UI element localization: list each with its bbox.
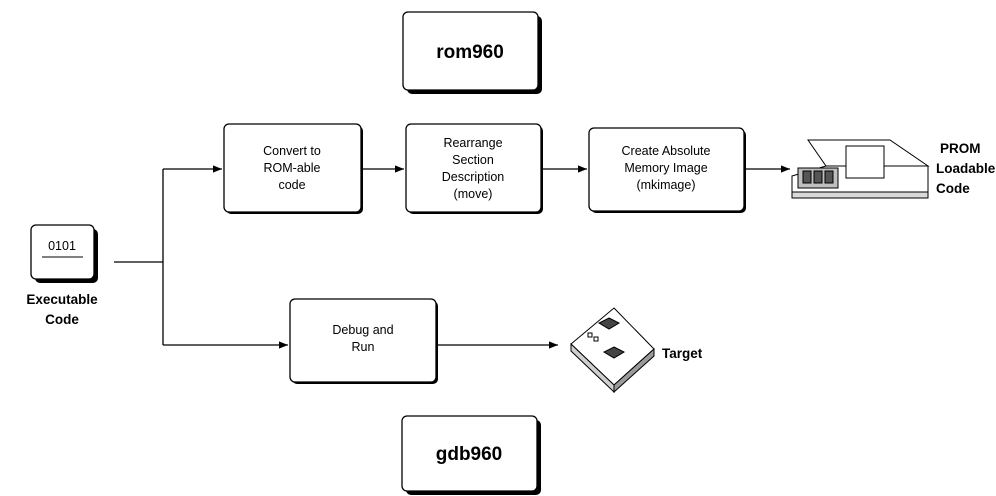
rearrange-line4: (move) — [454, 187, 493, 201]
create-line3: (mkimage) — [636, 178, 695, 192]
step-rearrange: Rearrange Section Description (move) — [405, 123, 543, 214]
create-line1: Create Absolute — [622, 144, 711, 158]
convert-line1: Convert to — [263, 144, 321, 158]
target-label: Target — [662, 346, 703, 361]
rearrange-line3: Description — [442, 170, 505, 184]
prom-label-line2: Loadable — [936, 161, 996, 176]
executable-code-label: Executable Code — [26, 292, 98, 327]
prom-programmer-icon — [791, 139, 930, 199]
gdb960-title: gdb960 — [436, 444, 503, 465]
debug-line2: Run — [352, 340, 375, 354]
prom-label-line3: Code — [936, 181, 970, 196]
step-convert: Convert to ROM-able code — [223, 123, 363, 214]
executable-code-icon: 0101 — [30, 224, 98, 283]
target-board-icon — [570, 307, 655, 394]
prom-label-line1: PROM — [940, 141, 981, 156]
rom960-box: rom960 — [402, 11, 542, 94]
executable-label-line2: Code — [45, 312, 79, 327]
executable-icon-text: 0101 — [48, 239, 76, 253]
step-create-image: Create Absolute Memory Image (mkimage) — [588, 127, 746, 213]
gdb960-box: gdb960 — [401, 415, 541, 495]
create-line2: Memory Image — [624, 161, 707, 175]
convert-line2: ROM-able — [264, 161, 321, 175]
step-debug: Debug and Run — [289, 298, 438, 384]
debug-line1: Debug and — [332, 323, 393, 337]
executable-label-line1: Executable — [26, 292, 98, 307]
prom-label: PROM Loadable Code — [936, 141, 996, 196]
rearrange-line1: Rearrange — [443, 136, 502, 150]
connectors — [114, 165, 790, 349]
rom960-title: rom960 — [436, 42, 504, 63]
rearrange-line2: Section — [452, 153, 494, 167]
convert-line3: code — [278, 178, 305, 192]
